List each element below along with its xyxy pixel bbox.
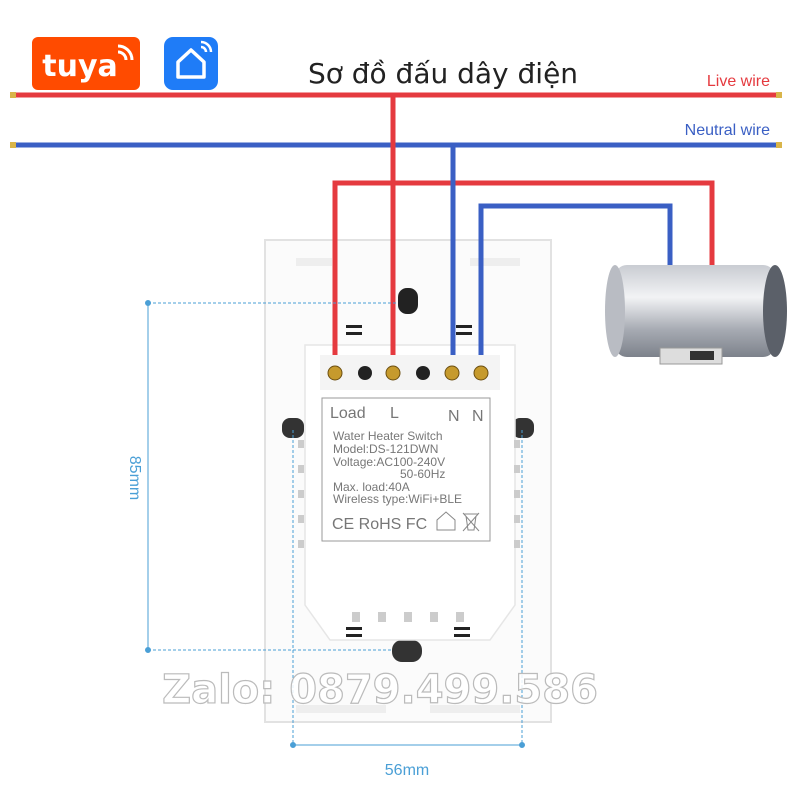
page-title: Sơ đồ đấu dây điện	[308, 57, 578, 90]
terminal-label-load: Load	[330, 405, 366, 422]
neutral-wire-label: Neutral wire	[685, 122, 770, 139]
width-dimension	[290, 430, 525, 748]
house-icon	[436, 511, 456, 531]
terminal-block	[320, 355, 500, 390]
spec-line: Max. load:40A	[333, 480, 410, 494]
terminal-label-l: L	[390, 405, 399, 422]
width-dimension-label: 56mm	[385, 762, 429, 779]
svg-text:tuya: tuya	[42, 49, 118, 84]
height-dimension	[145, 300, 398, 653]
height-dimension-label: 85mm	[126, 456, 143, 500]
spec-line: Water Heater Switch	[333, 429, 443, 443]
watermark: Zalo: 0879.499.586	[162, 667, 598, 713]
cert-marks: CE RoHS FC	[332, 516, 427, 533]
heater-neutral-wire	[478, 203, 673, 372]
spec-line: Voltage:AC100-240V	[333, 455, 445, 469]
spec-label: Load L N N Water Heater Switch Model:DS-…	[321, 397, 491, 542]
terminal-label-n1: N	[448, 408, 460, 425]
spec-line: 50-60Hz	[400, 467, 445, 481]
spec-line: Wireless type:WiFi+BLE	[333, 492, 462, 506]
weee-bin-icon	[462, 512, 480, 532]
tuya-logo: tuya	[32, 37, 140, 90]
terminal-label-n2: N	[472, 408, 484, 425]
smart-life-icon	[164, 37, 218, 90]
water-heater	[605, 265, 787, 365]
live-wire-label: Live wire	[707, 73, 770, 90]
load-wire	[332, 180, 715, 372]
spec-line: Model:DS-121DWN	[333, 442, 438, 456]
